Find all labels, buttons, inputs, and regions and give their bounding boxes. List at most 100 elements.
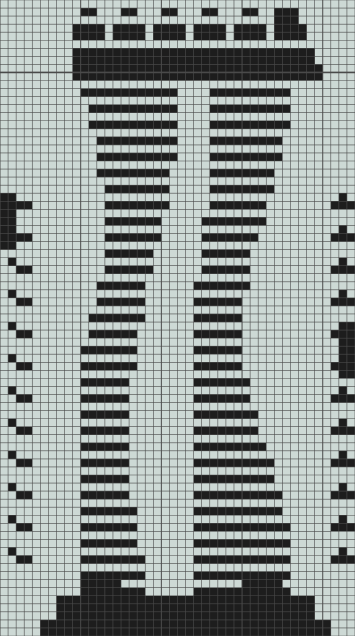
filled-cell <box>282 32 290 40</box>
filled-cell <box>242 24 250 32</box>
filled-cell <box>339 547 347 555</box>
filled-cell <box>210 459 218 467</box>
filled-cell <box>299 72 307 80</box>
filled-cell <box>137 201 145 209</box>
filled-cell <box>113 137 121 145</box>
filled-cell <box>210 233 218 241</box>
filled-cell <box>129 282 137 290</box>
filled-cell <box>89 56 97 64</box>
filled-cell <box>210 185 218 193</box>
filled-cell <box>16 201 24 209</box>
filled-cell <box>194 588 202 596</box>
filled-cell <box>210 169 218 177</box>
filled-cell <box>250 137 258 145</box>
filled-cell <box>242 628 250 636</box>
filled-cell <box>194 362 202 370</box>
filled-cell <box>105 250 113 258</box>
filled-cell <box>81 596 89 604</box>
filled-cell <box>290 72 298 80</box>
filled-cell <box>97 105 105 113</box>
filled-cell <box>16 523 24 531</box>
filled-cell <box>258 443 266 451</box>
filled-cell <box>105 346 113 354</box>
filled-cell <box>121 394 129 402</box>
filled-cell <box>97 588 105 596</box>
filled-cell <box>129 32 137 40</box>
filled-cell <box>113 72 121 80</box>
filled-cell <box>250 572 258 580</box>
filled-cell <box>258 48 266 56</box>
filled-cell <box>113 555 121 563</box>
filled-cell <box>161 628 169 636</box>
filled-cell <box>194 314 202 322</box>
filled-cell <box>234 555 242 563</box>
filled-cell <box>266 620 274 628</box>
filled-cell <box>202 572 210 580</box>
filled-cell <box>250 201 258 209</box>
filled-cell <box>290 8 298 16</box>
filled-cell <box>178 628 186 636</box>
filled-cell <box>113 233 121 241</box>
filled-cell <box>250 596 258 604</box>
filled-cell <box>169 121 177 129</box>
filled-cell <box>113 604 121 612</box>
filled-cell <box>258 572 266 580</box>
filled-cell <box>234 282 242 290</box>
filled-cell <box>81 572 89 580</box>
filled-cell <box>113 153 121 161</box>
filled-cell <box>234 250 242 258</box>
filled-cell <box>8 290 16 298</box>
filled-cell <box>234 121 242 129</box>
filled-cell <box>339 451 347 459</box>
filled-cell <box>202 64 210 72</box>
filled-cell <box>137 282 145 290</box>
filled-cell <box>194 491 202 499</box>
filled-cell <box>210 427 218 435</box>
filled-cell <box>226 282 234 290</box>
filled-cell <box>81 64 89 72</box>
filled-cell <box>210 64 218 72</box>
filled-cell <box>113 411 121 419</box>
filled-cell <box>121 137 129 145</box>
filled-cell <box>97 48 105 56</box>
filled-cell <box>129 137 137 145</box>
filled-cell <box>210 105 218 113</box>
filled-cell <box>226 250 234 258</box>
filled-cell <box>210 378 218 386</box>
filled-cell <box>186 72 194 80</box>
filled-cell <box>218 121 226 129</box>
filled-cell <box>161 72 169 80</box>
filled-cell <box>347 427 355 435</box>
filled-cell <box>218 612 226 620</box>
filled-cell <box>65 612 73 620</box>
filled-cell <box>258 56 266 64</box>
filled-cell <box>16 459 24 467</box>
filled-cell <box>105 620 113 628</box>
filled-cell <box>202 282 210 290</box>
filled-cell <box>16 394 24 402</box>
filled-cell <box>226 346 234 354</box>
filled-cell <box>89 620 97 628</box>
filled-cell <box>113 362 121 370</box>
filled-cell <box>97 56 105 64</box>
filled-cell <box>274 137 282 145</box>
filled-cell <box>258 507 266 515</box>
filled-cell <box>161 620 169 628</box>
filled-cell <box>97 298 105 306</box>
filled-cell <box>282 105 290 113</box>
filled-cell <box>282 572 290 580</box>
filled-cell <box>266 72 274 80</box>
filled-cell <box>113 282 121 290</box>
filled-cell <box>121 507 129 515</box>
filled-cell <box>218 523 226 531</box>
filled-cell <box>137 32 145 40</box>
filled-cell <box>210 346 218 354</box>
filled-cell <box>307 64 315 72</box>
filled-cell <box>258 185 266 193</box>
filled-cell <box>347 322 355 330</box>
filled-cell <box>89 105 97 113</box>
filled-cell <box>129 64 137 72</box>
filled-cell <box>218 346 226 354</box>
filled-cell <box>210 314 218 322</box>
filled-cell <box>145 105 153 113</box>
